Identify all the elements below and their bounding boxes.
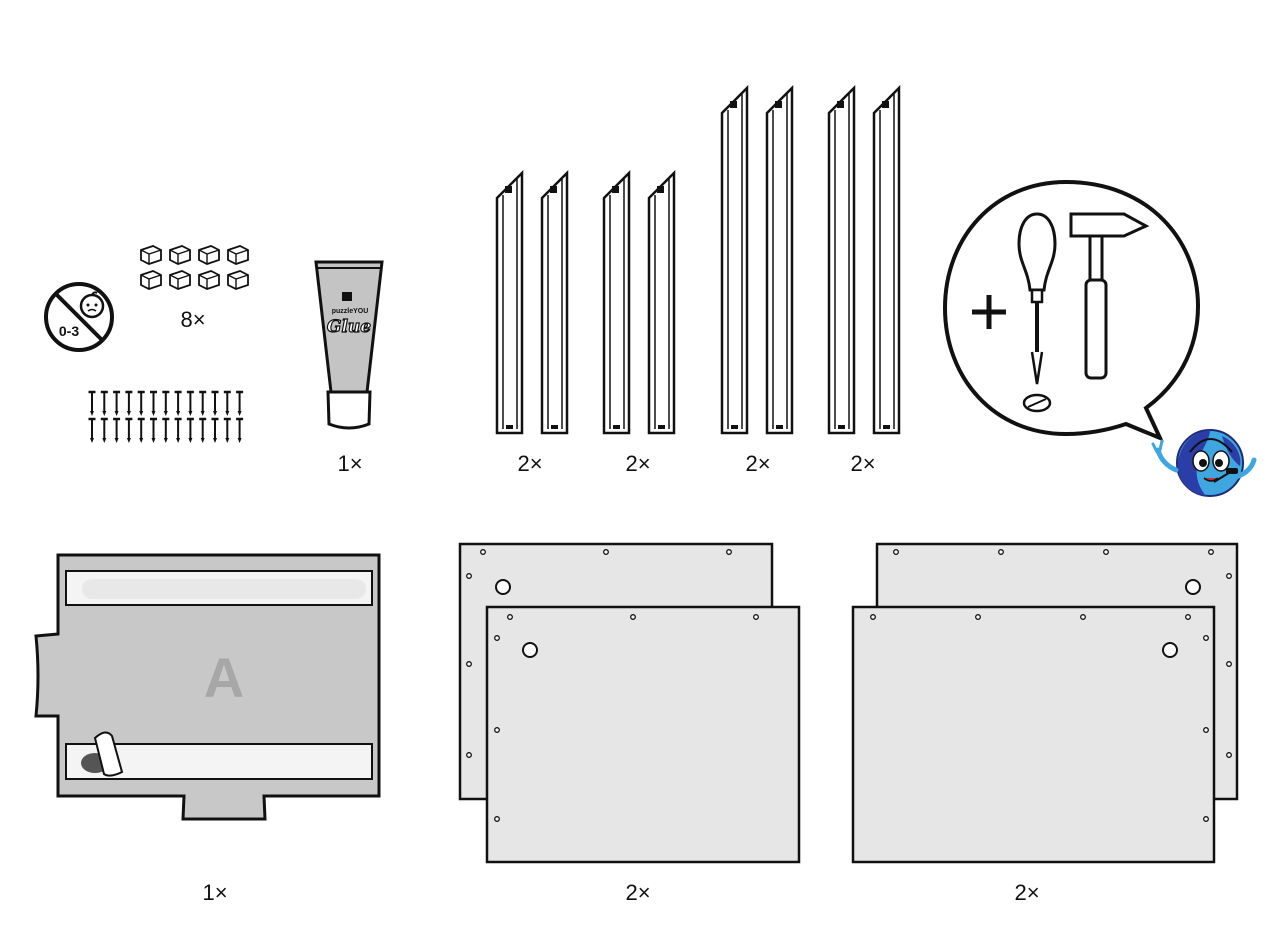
no-children-under-3-icon: 0-3: [44, 282, 114, 352]
tube-brand-label: puzzleYOU: [332, 308, 369, 315]
clip-icon: [198, 245, 220, 265]
board-letter: A: [204, 646, 244, 709]
screw-icon: [186, 390, 194, 416]
screw-icon: [88, 390, 96, 416]
frame-rail: [647, 169, 676, 435]
frame-rail: [872, 84, 901, 435]
clip-icon: [140, 270, 162, 290]
rails-long-1-quantity: 2×: [745, 451, 771, 476]
mascot-globe-icon: [1151, 429, 1257, 497]
screw-icon: [137, 417, 145, 443]
screw-icon: [100, 390, 108, 416]
rails-long-2-quantity: 2×: [850, 451, 876, 476]
frame-rail: [720, 84, 749, 435]
screw-icon: [199, 417, 207, 443]
clips-quantity: 8×: [180, 307, 206, 332]
clip-icon: [227, 270, 249, 290]
frame-rail: [495, 169, 524, 435]
rails-short-2-quantity: 2×: [625, 451, 651, 476]
glue-tube: puzzleYOU Glue: [314, 260, 384, 430]
clip-icon: [169, 270, 191, 290]
screw-icon: [100, 417, 108, 443]
frame-rail: [827, 84, 856, 435]
frame-rails: [495, 84, 901, 435]
screw-icon: [113, 390, 121, 416]
screwdriver-icon: [1017, 212, 1057, 385]
screw-icon: [125, 390, 133, 416]
screw-set: [88, 390, 244, 443]
back-board-a: A: [34, 553, 381, 821]
screw-icon: [211, 390, 219, 416]
screw-icon: [174, 417, 182, 443]
frame-rail: [602, 169, 631, 435]
screw-icon: [150, 390, 157, 416]
clip-icon: [140, 245, 162, 265]
plus-icon: [972, 295, 1006, 329]
screw-head-icon: [1022, 393, 1052, 413]
tools-speech-bubble: [942, 179, 1201, 442]
clip-icon: [198, 270, 220, 290]
rails-short-1-quantity: 2×: [517, 451, 543, 476]
clip-icon: [227, 245, 249, 265]
clip-icon: [169, 245, 191, 265]
screw-icon: [211, 417, 219, 443]
screw-icon: [223, 417, 231, 443]
tube-product-label: Glue: [327, 317, 371, 337]
wall-panel: [485, 605, 801, 864]
screw-icon: [174, 390, 182, 416]
frame-rail: [540, 169, 569, 435]
wall-panel: [851, 605, 1216, 864]
panel-left-quantity: 2×: [625, 880, 651, 905]
wall-panels: [458, 542, 1239, 864]
screw-icon: [88, 417, 96, 443]
screw-icon: [186, 417, 194, 443]
hammer-icon: [1069, 212, 1150, 380]
screw-icon: [223, 390, 231, 416]
screw-icon: [236, 417, 244, 443]
panel-right-quantity: 2×: [1014, 880, 1040, 905]
screw-icon: [113, 417, 121, 443]
back-board-quantity: 1×: [202, 880, 228, 905]
screw-icon: [162, 417, 170, 443]
screw-icon: [150, 417, 157, 443]
screw-icon: [236, 390, 244, 416]
frame-rail: [765, 84, 794, 435]
screw-icon: [137, 390, 145, 416]
puzzle-logo-icon: [342, 292, 352, 301]
glue-quantity: 1×: [337, 451, 363, 476]
screw-icon: [162, 390, 170, 416]
clip-set: [140, 245, 249, 290]
screw-icon: [199, 390, 207, 416]
screw-icon: [125, 417, 133, 443]
age-warning-label: 0-3: [59, 323, 79, 339]
